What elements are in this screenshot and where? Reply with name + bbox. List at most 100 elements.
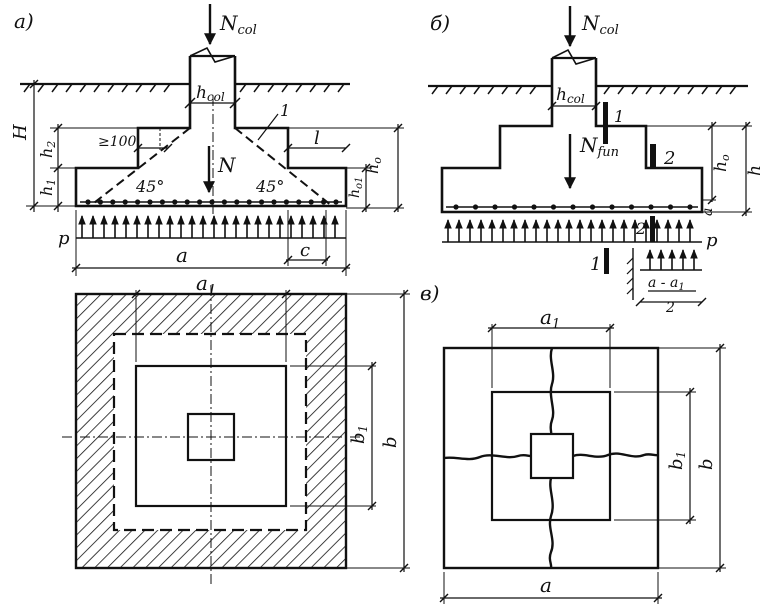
label-a1-c: a1 (540, 305, 560, 332)
rebar-dot (271, 199, 277, 205)
pressure-arrows (78, 215, 339, 238)
rebar-dot (147, 199, 153, 205)
rebar-dot (570, 204, 576, 210)
panel-c-tag: в) (420, 281, 439, 305)
label-a-section: a (176, 243, 188, 267)
label-min-step: ≥100 (98, 134, 137, 150)
section-mark-1-top (603, 102, 608, 144)
label-p-a: p (58, 228, 70, 249)
label-h0-b: ho (711, 154, 732, 172)
rebar-dot (453, 204, 459, 210)
panel-a-section: а) Ncol hcol N 45° 45° ≥100 1 l ho ho1 h… (10, 4, 404, 276)
rebar-dot (550, 204, 557, 210)
label-l: l (314, 128, 320, 149)
label-h1: h1 (37, 179, 58, 196)
rebar-dots (85, 199, 339, 205)
panel-a-plan: a1 b1 b (62, 271, 410, 584)
crack-left (443, 453, 532, 461)
label-angle-right: 45° (255, 177, 284, 196)
footing-b-outline (440, 58, 704, 214)
section-mark-2-top (650, 144, 656, 168)
rebar-dot (135, 199, 141, 205)
rebar-dot (308, 199, 314, 205)
crack-top (549, 347, 555, 435)
label-nfun: Nfun (579, 133, 619, 160)
rebar-dot (472, 204, 479, 210)
rebar-dot (110, 199, 116, 205)
panel-b-tag: б) (430, 11, 450, 35)
rebar-dot (197, 199, 203, 205)
ground-b-hatch (431, 85, 737, 95)
label-a-cover: a (700, 208, 716, 216)
rebar-dot (122, 199, 128, 205)
panel-b-section: б) Ncol hcol Nfun 1 2 2 1 ho h a p a - a… (428, 6, 765, 316)
label-b1-c: b1 (666, 451, 688, 470)
plan-c-column (529, 432, 575, 480)
punching-line-right (234, 127, 333, 207)
section-mark-2-bottom (650, 216, 655, 242)
label-b1-a: b1 (348, 425, 370, 444)
rebar-dot (159, 199, 165, 205)
label-p-b: p (706, 230, 718, 251)
plan-a-dashed-zone (112, 332, 308, 532)
label-ncol-b: Ncol (581, 11, 619, 38)
label-c: c (300, 240, 310, 261)
label-formula-numerator: a - a1 (648, 275, 685, 293)
rebar-dot (246, 199, 252, 205)
rebar-dot (234, 199, 240, 205)
label-h2: h2 (37, 141, 58, 158)
rebar-dot (667, 204, 674, 210)
punching-line-left (89, 127, 191, 207)
label-hcol-b: hcol (556, 85, 585, 106)
pressure-arrows-b (444, 219, 694, 242)
label-a-c: a (540, 573, 552, 597)
rebar-dot (221, 199, 227, 205)
rebar-dot (492, 204, 498, 210)
rebar-dot (609, 204, 615, 210)
rebar-dot (321, 199, 327, 205)
callout-1-leader (257, 113, 279, 141)
crack-right (572, 452, 659, 458)
rebar-dot (333, 199, 339, 205)
label-b-a: b (380, 436, 401, 448)
label-b-c: b (696, 458, 717, 470)
column-break (189, 46, 236, 63)
label-h01: ho1 (347, 177, 365, 198)
rebar-dot (283, 199, 289, 205)
rebar-dots-b (453, 204, 693, 210)
rebar-dot (172, 199, 178, 205)
label-a1-a: a1 (196, 271, 216, 298)
section-mark-1-bottom (604, 248, 609, 274)
rebar-dot (511, 204, 518, 210)
label-section-2-top: 2 (663, 148, 675, 169)
label-section-1-top: 1 (614, 107, 624, 126)
rebar-dot (184, 199, 190, 205)
rebar-dot (531, 204, 537, 210)
label-section-1-bottom: 1 (590, 254, 601, 275)
rebar-dot (259, 199, 265, 205)
label-h-b: h (745, 165, 765, 176)
label-h0-a: ho (363, 157, 384, 174)
rebar-dot (687, 204, 693, 210)
rebar-dot (628, 204, 635, 210)
label-section-2-bottom: 2 (635, 219, 646, 238)
column-b-break (551, 48, 597, 65)
hatched-zone (76, 294, 346, 568)
label-hcol-a: hcol (196, 83, 225, 104)
rebar-dot (589, 204, 596, 210)
rebar-dot (97, 199, 103, 205)
label-ncol-a: Ncol (219, 11, 257, 38)
crack-bottom (548, 477, 554, 569)
rebar-dot (209, 199, 215, 205)
rebar-dot (85, 199, 91, 205)
label-n: N (217, 153, 237, 177)
panel-c-plan: в) a1 b1 b a (420, 281, 726, 604)
footing-outline (74, 56, 348, 208)
rebar-dot (648, 204, 654, 210)
local-pressure-arrows (646, 249, 698, 270)
label-big-h: H (10, 124, 31, 141)
label-formula-denominator: 2 (665, 300, 675, 316)
label-angle-left: 45° (135, 177, 164, 196)
